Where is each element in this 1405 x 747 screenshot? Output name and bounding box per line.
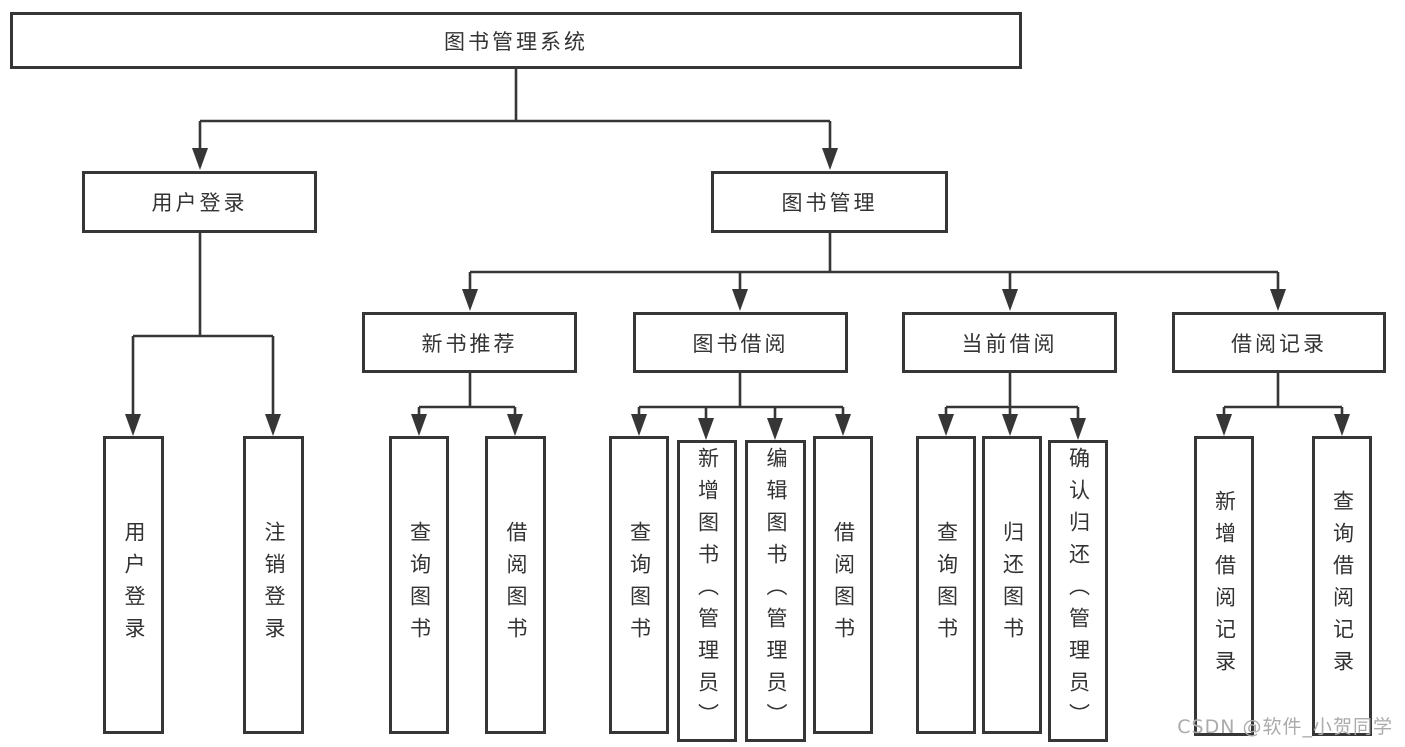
- node-label: 借阅图书: [504, 521, 528, 649]
- node-current-query-books: 查询图书: [916, 436, 976, 734]
- node-label: 查询借阅记录: [1330, 490, 1355, 682]
- node-borrowing-edit-books-admin: 编辑图书（管理员）: [745, 440, 806, 742]
- node-borrowing-query-books: 查询图书: [609, 436, 669, 734]
- node-label: 编辑图书（管理员）: [764, 447, 788, 735]
- node-label: 新书推荐: [421, 331, 518, 356]
- node-label: 图书管理: [781, 191, 878, 215]
- node-borrowing-add-books-admin: 新增图书（管理员）: [677, 440, 737, 742]
- node-new-book-recommendation: 新书推荐: [362, 312, 577, 373]
- node-label: 归还图书: [1000, 521, 1025, 649]
- node-label: 用户登录: [122, 521, 146, 649]
- node-label: 确认归还（管理员）: [1066, 447, 1091, 735]
- node-label: 用户登录: [151, 191, 248, 215]
- arrowheads: [125, 148, 1350, 440]
- node-label: 新增图书（管理员）: [695, 447, 720, 735]
- node-label: 当前借阅: [961, 331, 1058, 356]
- node-label: 图书管理系统: [444, 29, 588, 54]
- node-borrowing-records: 借阅记录: [1172, 312, 1386, 373]
- node-recommend-borrow-books: 借阅图书: [485, 436, 546, 734]
- csdn-watermark: CSDN @软件_小贺同学: [1177, 716, 1393, 738]
- node-current-return-books: 归还图书: [982, 436, 1042, 734]
- node-login-leaf: 用户登录: [103, 436, 164, 734]
- node-label: 注销登录: [262, 521, 286, 649]
- node-recommend-query-books: 查询图书: [389, 436, 449, 734]
- node-label: 借阅图书: [831, 521, 856, 649]
- node-label: 查询图书: [934, 521, 959, 649]
- node-logout-leaf: 注销登录: [243, 436, 304, 734]
- node-label: 新增借阅记录: [1212, 490, 1237, 682]
- node-book-borrowing: 图书借阅: [633, 312, 848, 373]
- node-label: 图书借阅: [692, 331, 789, 356]
- node-label: 查询图书: [627, 521, 652, 649]
- node-book-management: 图书管理: [711, 171, 948, 233]
- node-label: 借阅记录: [1231, 331, 1327, 356]
- node-records-query-record: 查询借阅记录: [1312, 436, 1372, 736]
- node-current-borrowing: 当前借阅: [902, 312, 1117, 373]
- node-library-management-system: 图书管理系统: [10, 12, 1022, 69]
- node-borrowing-borrow-books: 借阅图书: [813, 436, 873, 734]
- node-user-login: 用户登录: [82, 171, 317, 233]
- node-records-add-record: 新增借阅记录: [1194, 436, 1254, 736]
- node-label: 查询图书: [407, 521, 432, 649]
- node-current-confirm-return-admin: 确认归还（管理员）: [1048, 440, 1108, 742]
